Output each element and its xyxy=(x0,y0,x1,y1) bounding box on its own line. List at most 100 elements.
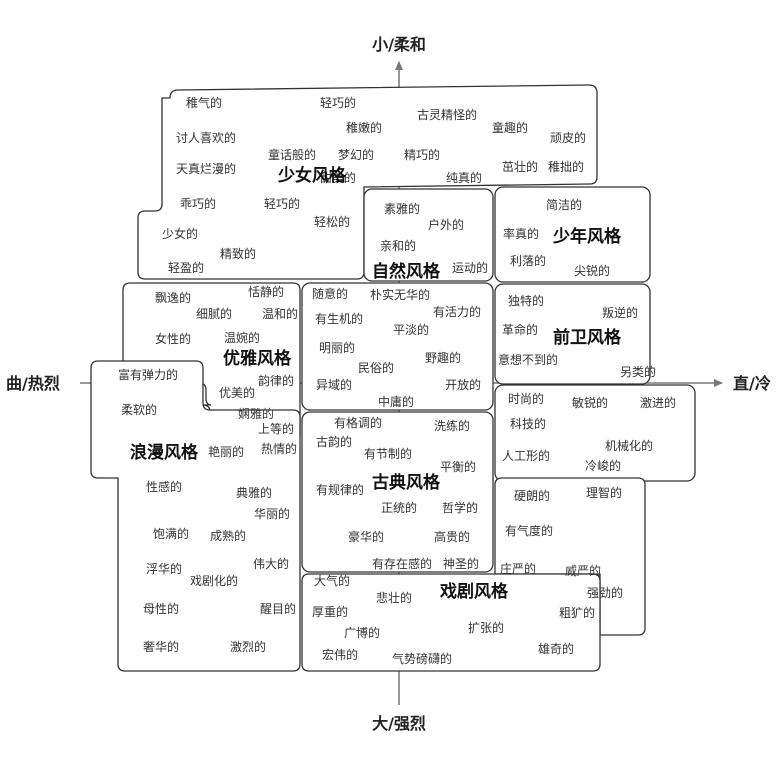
style-keyword: 革命的 xyxy=(502,322,538,337)
style-group-elegant: 飘逸的恬静的细腻的温和的女性的温婉的韵律的优美的娴雅的上等的优雅风格 xyxy=(155,284,298,436)
style-keyword: 中庸的 xyxy=(378,394,414,409)
style-keyword: 稚拙的 xyxy=(548,159,584,174)
style-keyword: 明丽的 xyxy=(319,340,355,355)
style-keyword: 天真烂漫的 xyxy=(176,161,236,176)
style-keyword: 典雅的 xyxy=(236,485,272,500)
style-keyword: 有节制的 xyxy=(364,446,412,461)
style-keyword: 女性的 xyxy=(155,331,191,346)
style-keyword: 甜美的 xyxy=(320,170,356,185)
style-keyword: 粗犷的 xyxy=(559,605,595,620)
style-keyword: 温和的 xyxy=(262,306,298,321)
style-keyword: 韵律的 xyxy=(258,373,294,388)
style-keyword: 古韵的 xyxy=(316,434,352,449)
style-group-drama: 大气的悲壮的厚重的扩张的广博的雄奇的宏伟的气势磅礴的戏剧风格 xyxy=(312,573,574,666)
style-keyword: 悲壮的 xyxy=(376,590,412,605)
axis-label-left: 曲/热烈 xyxy=(6,374,60,393)
style-title-drama: 戏剧风格 xyxy=(439,581,509,602)
style-keyword: 独特的 xyxy=(508,293,544,308)
style-keyword: 讨人喜欢的 xyxy=(176,130,236,145)
style-keyword: 少女的 xyxy=(162,226,198,241)
style-keyword: 冷峻的 xyxy=(585,458,621,473)
style-keyword: 广博的 xyxy=(344,625,380,640)
style-group-modern: 时尚的敏锐的激进的科技的机械化的人工形的冷峻的 xyxy=(502,391,676,473)
style-keyword: 豪华的 xyxy=(348,529,384,544)
style-group-rational: 硬朗的理智的有气度的庄严的威严的强劲的粗犷的 xyxy=(500,485,623,620)
style-title-youth: 少年风格 xyxy=(552,226,622,247)
style-keyword: 神圣的 xyxy=(443,556,479,571)
style-keyword: 户外的 xyxy=(428,217,464,232)
style-keyword: 机械化的 xyxy=(605,438,653,453)
style-keyword: 轻巧的 xyxy=(320,95,356,110)
style-title-classic: 古典风格 xyxy=(372,472,441,493)
style-keyword: 轻松的 xyxy=(314,214,350,229)
style-keyword: 有生机的 xyxy=(315,311,363,326)
style-keyword: 厚重的 xyxy=(312,604,348,619)
zone-natural xyxy=(363,188,494,282)
style-keyword: 利落的 xyxy=(510,253,546,268)
style-keyword: 细腻的 xyxy=(196,306,232,321)
style-keyword: 艳丽的 xyxy=(208,444,244,459)
style-keyword: 精巧的 xyxy=(404,147,440,162)
style-keyword: 气势磅礴的 xyxy=(392,651,452,666)
style-keyword: 温婉的 xyxy=(224,330,260,345)
style-keyword: 硬朗的 xyxy=(514,488,550,503)
style-keyword: 有气度的 xyxy=(505,523,553,538)
style-title-elegant: 优雅风格 xyxy=(223,348,292,369)
style-keyword: 时尚的 xyxy=(508,391,544,406)
axis-label-top: 小/柔和 xyxy=(372,35,426,54)
style-keyword: 梦幻的 xyxy=(338,147,374,162)
style-keyword: 优美的 xyxy=(219,385,255,400)
style-keyword: 理智的 xyxy=(586,485,622,500)
style-keyword: 哲学的 xyxy=(442,500,478,515)
style-keyword: 另类的 xyxy=(620,364,656,379)
style-keyword: 顽皮的 xyxy=(550,130,586,145)
style-keyword: 娴雅的 xyxy=(238,406,274,421)
style-keyword: 民俗的 xyxy=(358,360,394,375)
zone-girl xyxy=(137,84,598,280)
style-keyword: 敏锐的 xyxy=(572,395,608,410)
style-keyword: 宏伟的 xyxy=(322,647,358,662)
axis-label-bottom: 大/强烈 xyxy=(372,714,426,733)
style-keyword: 轻巧的 xyxy=(264,196,300,211)
style-keyword: 热情的 xyxy=(261,441,297,456)
style-keyword: 成熟的 xyxy=(210,528,246,543)
style-keyword: 叛逆的 xyxy=(602,305,638,320)
style-keyword: 意想不到的 xyxy=(498,352,558,367)
style-keyword: 素雅的 xyxy=(384,201,420,216)
style-keyword: 野趣的 xyxy=(425,350,461,365)
style-keyword: 母性的 xyxy=(143,601,179,616)
zone-classic xyxy=(301,411,494,573)
zone-youth xyxy=(494,186,651,283)
style-keyword: 平淡的 xyxy=(393,322,429,337)
style-group-casual: 随意的朴实无华的有生机的有活力的平淡的明丽的民俗的野趣的异域的开放的中庸的 xyxy=(312,286,481,409)
style-keyword: 童趣的 xyxy=(492,120,528,135)
style-keyword: 平衡的 xyxy=(440,459,476,474)
style-title-girl: 少女风格 xyxy=(277,165,347,186)
style-keyword: 运动的 xyxy=(452,260,488,275)
style-title-avant: 前卫风格 xyxy=(553,327,622,348)
style-keyword: 简洁的 xyxy=(546,197,582,212)
style-title-romantic: 浪漫风格 xyxy=(130,442,199,463)
style-keyword: 古灵精怪的 xyxy=(417,107,477,122)
style-keyword: 饱满的 xyxy=(153,526,189,541)
zone-romantic xyxy=(90,360,301,672)
style-title-natural: 自然风格 xyxy=(372,261,441,282)
style-keyword: 有格调的 xyxy=(334,415,382,430)
style-keyword: 威严的 xyxy=(565,563,601,578)
style-keyword: 浮华的 xyxy=(146,561,182,576)
style-keyword: 雄奇的 xyxy=(538,641,574,656)
style-keyword: 洗练的 xyxy=(434,418,470,433)
style-keyword: 开放的 xyxy=(445,377,481,392)
style-keyword: 科技的 xyxy=(510,416,546,431)
style-keyword: 有存在感的 xyxy=(372,556,432,571)
style-keyword: 恬静的 xyxy=(248,284,284,299)
style-keyword: 华丽的 xyxy=(254,506,290,521)
style-group-romantic: 富有弹力的柔软的艳丽的热情的性感的典雅的华丽的饱满的成熟的浮华的伟大的戏剧化的母… xyxy=(118,367,297,654)
style-keyword: 富有弹力的 xyxy=(118,367,178,382)
zone-drama xyxy=(301,573,601,672)
style-keyword: 稚嫩的 xyxy=(346,120,382,135)
style-keyword: 童话般的 xyxy=(268,147,316,162)
